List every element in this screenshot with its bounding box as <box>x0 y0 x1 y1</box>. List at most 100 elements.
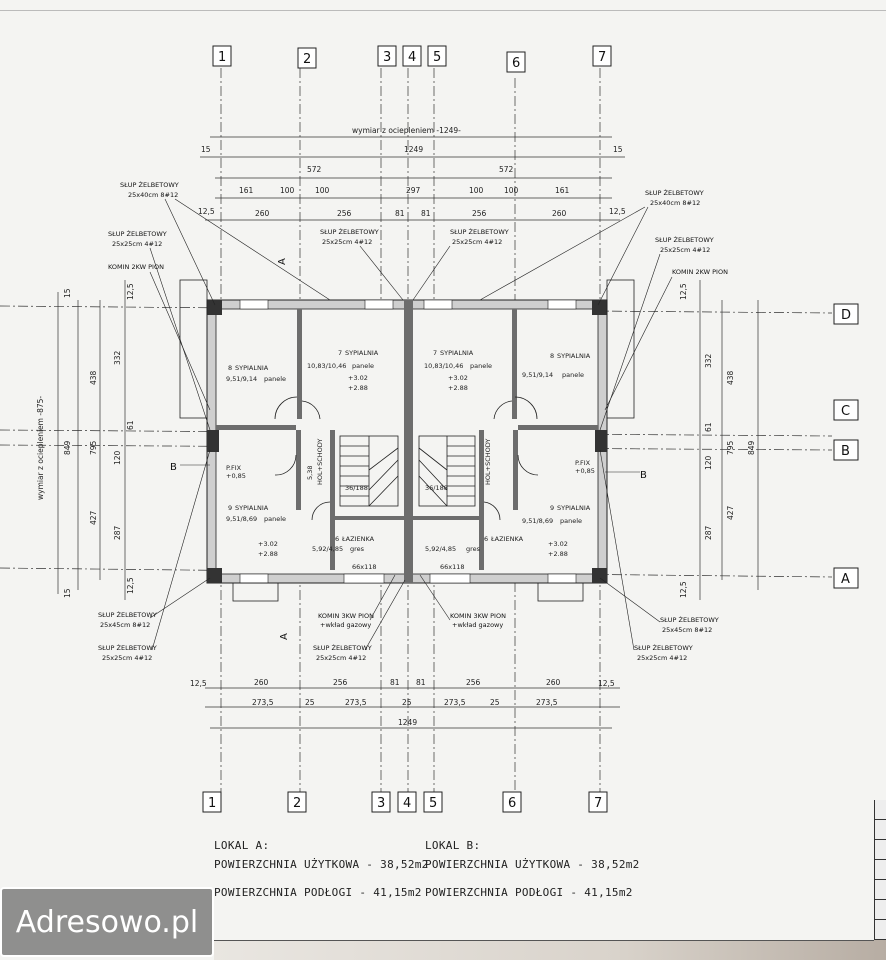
svg-text:100: 100 <box>280 186 295 195</box>
svg-text:332: 332 <box>113 350 122 365</box>
svg-text:10,83/10,46: 10,83/10,46 <box>307 362 346 370</box>
svg-text:438: 438 <box>89 370 98 385</box>
lokal-a-usable-area: POWIERZCHNIA UŻYTKOWA - 38,52m2 <box>214 858 429 871</box>
svg-text:panele: panele <box>264 515 286 523</box>
svg-text:12,5: 12,5 <box>198 207 215 216</box>
svg-text:849: 849 <box>63 440 72 455</box>
svg-text:SŁUP ŻELBETOWY: SŁUP ŻELBETOWY <box>313 643 372 652</box>
svg-text:ŁAZIENKA: ŁAZIENKA <box>490 535 524 543</box>
svg-text:438: 438 <box>726 370 735 385</box>
svg-text:7: 7 <box>433 349 437 357</box>
svg-text:7: 7 <box>598 50 606 65</box>
svg-text:2: 2 <box>293 796 301 811</box>
svg-text:81: 81 <box>416 678 426 687</box>
axis-box-2-top: 2 <box>297 47 317 69</box>
svg-text:572: 572 <box>499 165 514 174</box>
svg-text:+2.88: +2.88 <box>448 384 468 392</box>
svg-text:HOL+SCHODY: HOL+SCHODY <box>484 439 492 485</box>
svg-text:7: 7 <box>338 349 342 357</box>
svg-text:HOL+SCHODY: HOL+SCHODY <box>316 439 324 485</box>
svg-text:81: 81 <box>421 209 431 218</box>
svg-text:P.FIX: P.FIX <box>226 464 242 472</box>
svg-text:12,5: 12,5 <box>679 581 688 598</box>
svg-text:36/188: 36/188 <box>345 484 368 492</box>
svg-text:61: 61 <box>126 420 135 430</box>
svg-text:gres: gres <box>466 545 481 553</box>
lokal-b-floor-area: POWIERZCHNIA PODŁOGI - 41,15m2 <box>425 886 633 899</box>
svg-text:B: B <box>640 470 647 481</box>
party-wall <box>404 300 413 583</box>
svg-text:SŁUP ŻELBETOWY: SŁUP ŻELBETOWY <box>660 615 719 624</box>
axis-box-6-top: 6 <box>506 51 526 73</box>
svg-text:25x25cm 4#12: 25x25cm 4#12 <box>112 240 162 248</box>
svg-text:+0,85: +0,85 <box>226 472 246 480</box>
axis-box-2-bottom: 2 <box>287 791 307 813</box>
svg-text:SŁUP ŻELBETOWY: SŁUP ŻELBETOWY <box>98 643 157 652</box>
svg-text:A: A <box>841 572 850 587</box>
axis-box-7-bottom: 7 <box>588 791 608 813</box>
svg-text:8: 8 <box>228 364 232 372</box>
sheet-bottom-edge <box>214 940 874 941</box>
rooms-unit-b: 7 SYPIALNIA 10,83/10,46 panele +3.02 +2.… <box>424 349 595 571</box>
svg-text:D: D <box>841 308 851 323</box>
lokal-b-title: LOKAL B: <box>425 839 481 852</box>
svg-text:3: 3 <box>377 796 385 811</box>
svg-text:15: 15 <box>63 288 72 298</box>
overall-dimension-title: wymiar z ociepleniem -1249- <box>352 126 461 135</box>
axis-box-1-top: 1 <box>212 45 232 67</box>
svg-text:66x118: 66x118 <box>352 563 377 571</box>
svg-text:KOMIN 2KW PION: KOMIN 2KW PION <box>672 268 728 276</box>
svg-text:9: 9 <box>228 504 232 512</box>
svg-text:+3.02: +3.02 <box>548 540 568 548</box>
svg-text:4: 4 <box>408 50 416 65</box>
lokal-b-usable-area: POWIERZCHNIA UŻYTKOWA - 38,52m2 <box>425 858 640 871</box>
svg-text:1249: 1249 <box>398 718 417 727</box>
svg-text:273,5: 273,5 <box>252 698 274 707</box>
svg-text:SYPIALNIA: SYPIALNIA <box>440 349 474 357</box>
axis-box-5-top: 5 <box>427 45 447 67</box>
svg-text:2: 2 <box>303 52 311 67</box>
svg-text:256: 256 <box>333 678 348 687</box>
svg-text:9,51/8,69: 9,51/8,69 <box>522 517 553 525</box>
door-swings <box>274 396 539 521</box>
top-dimensions: wymiar z ociepleniem -1249- 15 1249 15 5… <box>198 126 626 221</box>
axis-box-b: B <box>833 439 859 461</box>
svg-text:66x118: 66x118 <box>440 563 465 571</box>
svg-text:3: 3 <box>383 50 391 65</box>
svg-text:SŁUP ŻELBETOWY: SŁUP ŻELBETOWY <box>320 227 379 236</box>
svg-text:SŁUP ŻELBETOWY: SŁUP ŻELBETOWY <box>634 643 693 652</box>
svg-text:SŁUP ŻELBETOWY: SŁUP ŻELBETOWY <box>108 229 167 238</box>
svg-text:B: B <box>841 444 850 459</box>
axis-box-3-bottom: 3 <box>371 791 391 813</box>
svg-text:427: 427 <box>89 510 98 525</box>
svg-text:12,5: 12,5 <box>598 679 615 688</box>
svg-text:36/188: 36/188 <box>425 484 448 492</box>
left-dimensions: wymiar z ociepleniem -875- 15 849 15 438… <box>36 280 135 600</box>
svg-text:287: 287 <box>113 525 122 540</box>
svg-text:12,5: 12,5 <box>679 283 688 300</box>
svg-text:81: 81 <box>395 209 405 218</box>
svg-text:12,5: 12,5 <box>126 577 135 594</box>
section-markers: B B A A <box>170 258 647 640</box>
svg-text:260: 260 <box>255 209 270 218</box>
svg-text:25x25cm 4#12: 25x25cm 4#12 <box>102 654 152 662</box>
svg-text:273,5: 273,5 <box>536 698 558 707</box>
svg-text:+3.02: +3.02 <box>448 374 468 382</box>
svg-text:panele: panele <box>352 362 374 370</box>
watermark-text: Adresowo.pl <box>15 904 199 940</box>
svg-text:SŁUP ŻELBETOWY: SŁUP ŻELBETOWY <box>655 235 714 244</box>
svg-text:12,5: 12,5 <box>609 207 626 216</box>
svg-text:9,51/9,14: 9,51/9,14 <box>522 371 553 379</box>
svg-text:15: 15 <box>613 145 623 154</box>
svg-text:SYPIALNIA: SYPIALNIA <box>557 352 591 360</box>
svg-text:849: 849 <box>747 440 756 455</box>
svg-text:+3.02: +3.02 <box>348 374 368 382</box>
building-walls <box>179 279 635 602</box>
axis-box-1-bottom: 1 <box>202 791 222 813</box>
svg-text:5: 5 <box>429 796 437 811</box>
svg-text:SŁUP ŻELBETOWY: SŁUP ŻELBETOWY <box>450 227 509 236</box>
svg-text:15: 15 <box>63 588 72 598</box>
lokal-a-title: LOKAL A: <box>214 839 270 852</box>
callouts: SŁUP ŻELBETOWY 25x40cm 8#12 SŁUP ŻELBETO… <box>98 180 728 662</box>
svg-text:81: 81 <box>390 678 400 687</box>
